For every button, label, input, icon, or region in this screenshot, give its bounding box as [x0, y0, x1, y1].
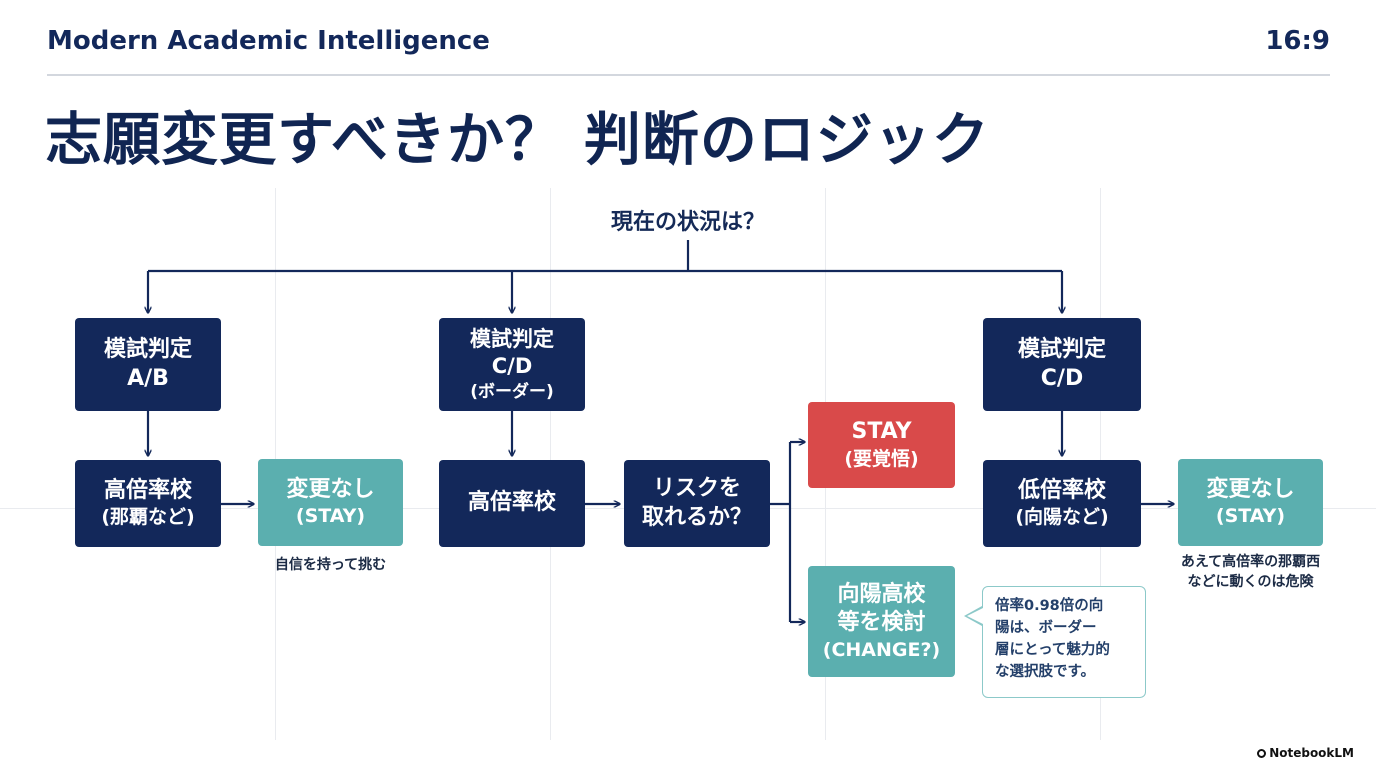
node-left-judgment-line2: A/B	[127, 365, 169, 391]
node-middle-change-line3: (CHANGE?)	[822, 638, 941, 661]
node-right-stay: 変更なし (STAY)	[1178, 459, 1323, 546]
notebooklm-label: NotebookLM	[1269, 746, 1354, 760]
header-divider	[47, 74, 1330, 76]
node-right-judgment: 模試判定 C/D	[983, 318, 1141, 411]
node-right-school-line1: 低倍率校	[1017, 477, 1106, 503]
node-middle-stay-line1: STAY	[851, 419, 912, 445]
callout-line2: 陽は、ボーダー	[995, 620, 1097, 637]
callout-note: 倍率0.98倍の向 陽は、ボーダー 層にとって魅力的 な選択肢です。	[982, 586, 1146, 698]
node-middle-judgment-line3: (ボーダー)	[470, 381, 554, 402]
node-middle-judgment: 模試判定 C/D (ボーダー)	[439, 318, 585, 411]
node-left-school: 高倍率校 (那覇など)	[75, 460, 221, 547]
node-right-school: 低倍率校 (向陽など)	[983, 460, 1141, 547]
notebooklm-watermark: NotebookLM	[1257, 746, 1354, 760]
node-middle-risk-line1: リスクを	[652, 475, 741, 501]
node-middle-school-line1: 高倍率校	[467, 490, 556, 516]
caption-left: 自信を持って挑む	[274, 557, 387, 573]
node-left-school-line2: (那覇など)	[101, 506, 195, 529]
node-left-judgment: 模試判定 A/B	[75, 318, 221, 411]
slide-title: 志願変更すべきか？ 判断のロジック	[45, 107, 990, 173]
node-middle-school: 高倍率校	[439, 460, 585, 547]
node-left-stay: 変更なし (STAY)	[258, 459, 403, 546]
node-right-judgment-line2: C/D	[1040, 365, 1084, 391]
notebooklm-logo-icon	[1257, 749, 1267, 758]
callout-line3: 層にとって魅力的	[995, 642, 1110, 659]
node-middle-stay-line2: (要覚悟)	[844, 447, 919, 470]
caption-right-line1: あえて高倍率の那覇西	[1180, 554, 1321, 570]
root-question: 現在の状況は？	[610, 210, 765, 235]
node-middle-stay: STAY (要覚悟)	[808, 402, 955, 488]
node-left-judgment-line1: 模試判定	[103, 336, 192, 362]
node-middle-change-line2: 等を検討	[837, 610, 926, 636]
node-left-school-line1: 高倍率校	[103, 477, 192, 503]
node-middle-change: 向陽高校 等を検討 (CHANGE?)	[808, 566, 955, 677]
brand-title: Modern Academic Intelligence	[47, 26, 490, 56]
node-middle-judgment-line2: C/D	[491, 354, 533, 379]
node-middle-risk-question: リスクを 取れるか？	[624, 460, 770, 547]
caption-right: あえて高倍率の那覇西 などに動くのは危険	[1158, 553, 1343, 592]
node-middle-judgment-line1: 模試判定	[470, 327, 554, 352]
callout-line1: 倍率0.98倍の向	[995, 598, 1104, 614]
node-middle-risk-line2: 取れるか？	[641, 504, 752, 530]
node-right-judgment-line1: 模試判定	[1017, 336, 1106, 362]
callout-tail-fill	[967, 608, 983, 624]
node-left-stay-line1: 変更なし	[286, 476, 375, 502]
node-middle-change-line1: 向陽高校	[837, 581, 926, 607]
aspect-ratio-label: 16:9	[1265, 26, 1330, 56]
caption-right-line2: などに動くのは危険	[1187, 573, 1314, 590]
node-left-stay-line2: (STAY)	[295, 505, 366, 528]
callout-line4: な選択肢です。	[995, 664, 1096, 681]
node-right-school-line2: (向陽など)	[1015, 506, 1109, 529]
node-right-stay-line2: (STAY)	[1215, 505, 1286, 528]
node-right-stay-line1: 変更なし	[1206, 476, 1295, 502]
